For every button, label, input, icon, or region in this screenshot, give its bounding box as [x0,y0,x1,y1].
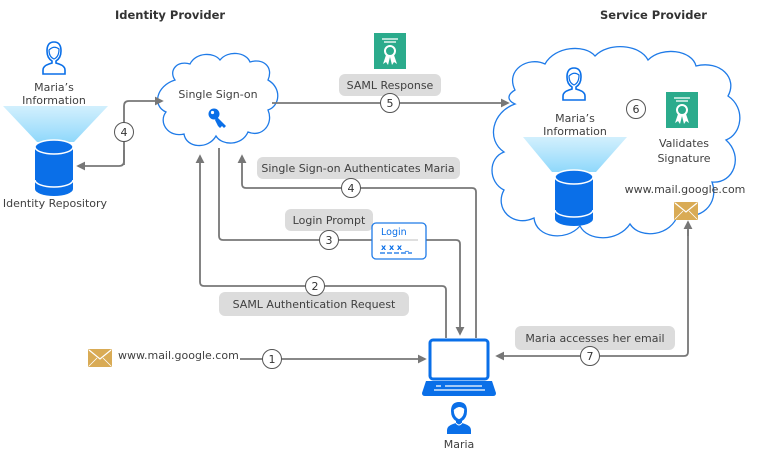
step-badge-6: 6 [626,99,646,119]
step-badge-4-repository: 4 [114,122,134,142]
login-prompt-box: Login x x x _ [371,222,427,260]
step-badge-7: 7 [580,346,600,366]
step7-label-pill: Maria accesses her email [515,326,675,350]
svg-text:Maria accesses her email: Maria accesses her email [525,332,664,345]
login-masked-password: x x x _ [381,243,409,252]
user-icon [42,41,66,75]
validates-label-line2: Signature [657,152,710,165]
user-info-label-line1: Maria’s [34,81,74,94]
certificate-icon [665,91,699,129]
step-badge-5: 5 [380,93,400,113]
svg-text:1: 1 [269,353,276,366]
user-info-label-line2: Information [22,94,86,107]
validates-label-line1: Validates [659,137,709,150]
envelope-icon [87,348,113,368]
user-info-label-line1: Maria’s [555,112,595,125]
identity-provider-header: Identity Provider [115,8,225,22]
identity-repository-label: Identity Repository [3,197,108,210]
flow-step4-to-repo [76,150,125,171]
step-badge-3: 3 [319,230,339,250]
svg-text:Single Sign-on Authenticates M: Single Sign-on Authenticates Maria [261,162,454,175]
step3-label-pill: Login Prompt [285,209,373,231]
svg-text:7: 7 [587,350,594,363]
step-badge-2: 2 [305,276,325,296]
step2-label-pill: SAML Authentication Request [219,292,409,316]
svg-text:6: 6 [633,103,640,116]
step5-label-pill: SAML Response [339,74,441,96]
idp-user-info: Maria’s Information [22,41,86,107]
certificate-icon [373,32,407,70]
service-provider-header: Service Provider [600,8,707,22]
sp-url-label: www.mail.google.com [625,183,746,196]
sp-user-info: Maria’s Information [543,67,607,138]
light-beam [3,106,108,142]
step-badge-1: 1 [262,349,282,369]
flow-step4-repo-to-sso [123,96,164,165]
database-icon [554,169,594,227]
svg-text:SAML Response: SAML Response [347,79,434,92]
login-title: Login [381,227,407,238]
client-user-label: Maria [444,438,475,451]
sso-label: Single Sign-on [178,88,257,101]
light-beam [523,137,627,172]
flow-step7 [495,230,689,361]
user-icon [446,401,472,435]
database-icon [34,139,74,197]
step4-label-pill: Single Sign-on Authenticates Maria [257,157,460,179]
sso-cloud [157,52,279,147]
client-url-label: www.mail.google.com [118,349,239,362]
envelope-icon [673,201,699,221]
flow-step3 [218,148,465,336]
key-icon [208,108,226,128]
svg-text:3: 3 [326,234,333,247]
laptop-icon [422,338,496,396]
user-info-label-line2: Information [543,125,607,138]
svg-text:5: 5 [387,97,394,110]
svg-text:2: 2 [312,280,319,293]
svg-text:Login Prompt: Login Prompt [293,214,366,227]
svg-text:SAML Authentication Request: SAML Authentication Request [233,298,396,311]
svg-text:4: 4 [348,182,355,195]
step-badge-4: 4 [341,178,361,198]
svg-text:4: 4 [121,126,128,139]
